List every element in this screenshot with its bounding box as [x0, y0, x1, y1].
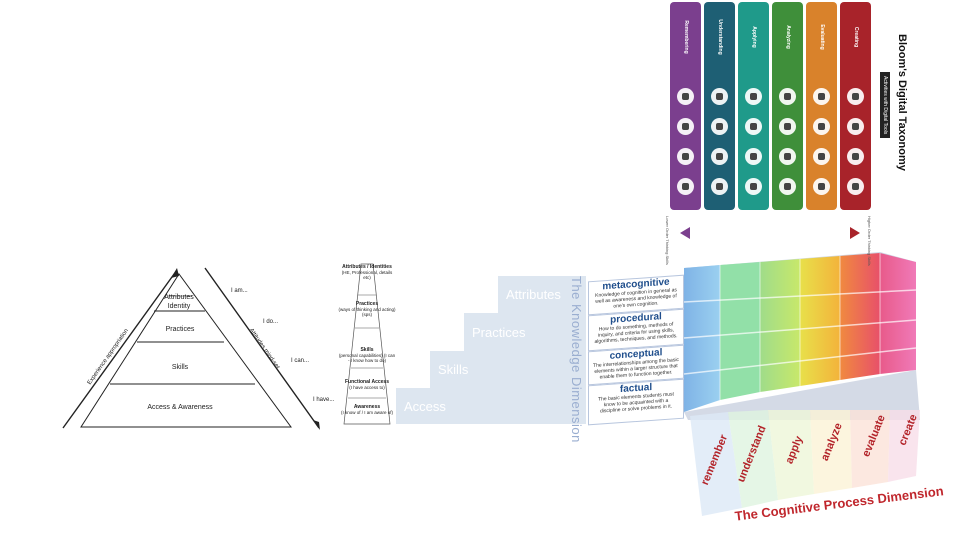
review-icon [813, 118, 830, 135]
small-block-attributes: Attributes / Identities (HE, Professiona… [338, 265, 396, 280]
card-factual: factual The basic elements students must… [588, 379, 684, 426]
knowledge-dimension-title: The Knowledge Dimension [569, 276, 584, 443]
statement-i-am: I am... [231, 288, 248, 294]
statement-i-can: I can... [291, 358, 309, 364]
bloom-column-understanding: Understanding [704, 2, 735, 210]
rating-icon [813, 148, 830, 165]
bloom-subtitle: Activities with Digital Tools [880, 72, 890, 138]
bloom-column-creating-label: Creating [853, 7, 859, 67]
small-block-practices: Practices (ways of thinking and acting) … [338, 302, 396, 317]
small-block-awareness: Awareness (I know of / I am aware of) [338, 405, 396, 415]
small-pyramid-outline [338, 262, 396, 426]
link-icon [779, 148, 796, 165]
taxonomy-cube-grid [680, 250, 920, 420]
bloom-column-applying-label: Applying [751, 7, 757, 67]
bloom-column-understanding-label: Understanding [717, 7, 723, 67]
search-icon [677, 178, 694, 195]
step-access: Access [396, 388, 586, 424]
network-icon [813, 178, 830, 195]
blog-icon [813, 88, 830, 105]
bloom-panel: Remembering Understanding Applying Analy… [668, 0, 928, 250]
small-block-skills: Skills (personal capabilities) (I can - … [338, 348, 396, 363]
thinking-skills-arrow [680, 226, 860, 240]
share-icon [745, 178, 762, 195]
bookmark-icon [677, 118, 694, 135]
statement-i-have: I have... [313, 397, 334, 403]
comment-icon [711, 148, 728, 165]
bloom-column-applying: Applying [738, 2, 769, 210]
bloom-column-creating: Creating [840, 2, 871, 210]
camera-icon [711, 178, 728, 195]
programming-icon [847, 88, 864, 105]
pyramid-level-practices: Practices [160, 326, 200, 333]
upload-icon [745, 88, 762, 105]
bloom-title: Bloom's Digital Taxonomy [896, 34, 908, 171]
statement-i-do: I do... [263, 319, 278, 325]
pyramid-level-attributes: Attributes [163, 294, 195, 301]
bloom-column-evaluating: Evaluating [806, 2, 837, 210]
pyramid-level-access: Access & Awareness [145, 404, 215, 411]
tag-icon [711, 118, 728, 135]
small-block-attributes-text: (HE, Professional, details etc) [342, 270, 393, 280]
pyramid-level-identity: Identity [163, 303, 195, 310]
step-practices: Practices [464, 313, 586, 351]
small-block-practices-text: (ways of thinking and acting) (sps) [338, 307, 395, 317]
identity-pyramid: Attributes Identity Practices Skills Acc… [55, 260, 335, 435]
higher-order-label: Higher Order Thinking Skills [867, 216, 872, 266]
mixing-icon [847, 178, 864, 195]
small-pyramid: Attributes / Identities (HE, Professiona… [338, 262, 396, 426]
lower-order-label: Lower Order Thinking Skills [665, 216, 670, 265]
pyramid-level-skills: Skills [160, 364, 200, 371]
highlighter-icon [677, 148, 694, 165]
play-icon [745, 118, 762, 135]
bloom-column-remembering-label: Remembering [683, 7, 689, 67]
flash-drive-icon [677, 88, 694, 105]
small-block-awareness-text: (I know of / I am aware of) [341, 410, 393, 415]
film-icon [847, 118, 864, 135]
document-icon [711, 88, 728, 105]
small-block-functional: Functional Access (I have access to) [338, 380, 396, 390]
chart-icon [779, 118, 796, 135]
edit-icon [745, 148, 762, 165]
bloom-column-analyzing: Analyzing [772, 2, 803, 210]
checkmark-icon [779, 178, 796, 195]
step-skills: Skills [430, 351, 586, 388]
small-block-skills-text: (personal capabilities) (I can - I know … [339, 353, 395, 363]
bloom-column-remembering: Remembering [670, 2, 701, 210]
bloom-column-analyzing-label: Analyzing [785, 7, 791, 67]
bloom-column-evaluating-label: Evaluating [819, 7, 825, 67]
small-block-functional-text: (I have access to) [349, 385, 385, 390]
mashup-icon [779, 88, 796, 105]
microphone-icon [847, 148, 864, 165]
